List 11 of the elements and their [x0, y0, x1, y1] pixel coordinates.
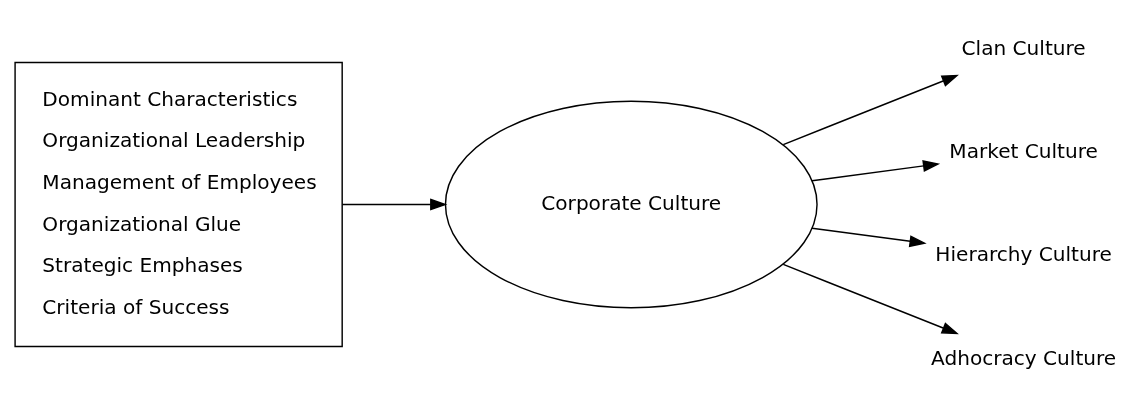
node-ellipse: Corporate Culture — [444, 100, 818, 309]
arrow — [341, 198, 448, 211]
node-text: Clan Culture — [961, 35, 1086, 60]
arrow — [782, 74, 959, 146]
arrow — [811, 160, 941, 182]
node-text: Adhocracy Culture — [931, 345, 1117, 370]
arrow — [782, 263, 959, 335]
node-box: Dominant Characteristics Organizational Leadership Management of Employees Organizational Glue Strategic Emphases Criteria of Success — [14, 61, 343, 348]
arrow — [811, 227, 927, 248]
node-text: Hierarchy Culture — [935, 242, 1112, 267]
node-text: Market Culture — [949, 139, 1098, 164]
